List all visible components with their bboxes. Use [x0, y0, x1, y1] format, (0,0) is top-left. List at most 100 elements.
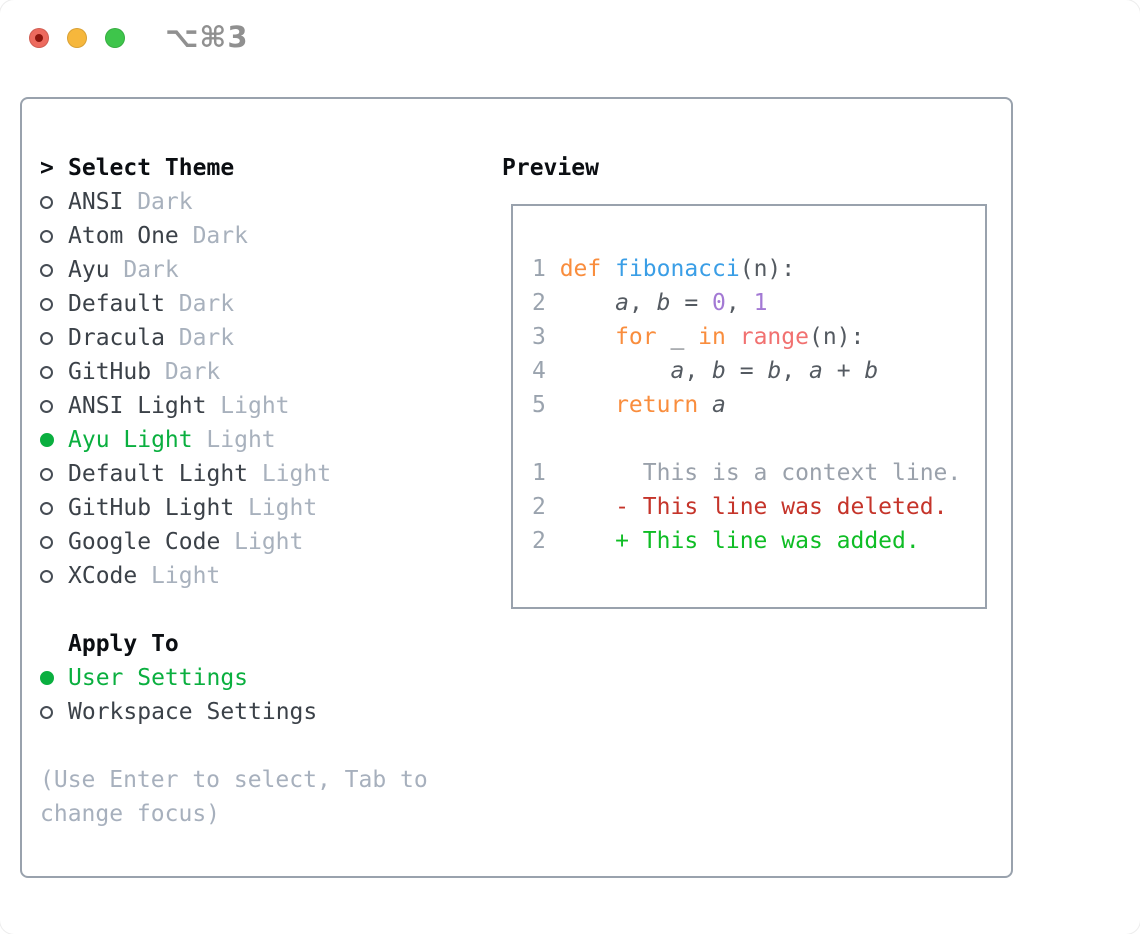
code-token — [560, 494, 615, 520]
code-token: 0 — [712, 290, 726, 316]
code-token — [560, 358, 671, 384]
theme-item-label: Ayu — [68, 257, 110, 283]
radio-icon[interactable] — [40, 263, 53, 277]
code-line: 1 This is a context line. — [532, 456, 961, 490]
theme-item-label: Default — [68, 291, 165, 317]
code-line: 2 a, b = 0, 1 — [532, 286, 961, 320]
theme-item-label: Ayu Light — [68, 427, 193, 453]
code-token: range — [739, 324, 809, 350]
code-line: 5 return a — [532, 388, 961, 422]
code-token: This is a context line. — [559, 460, 962, 486]
theme-variant: Light — [261, 461, 332, 487]
radio-icon[interactable] — [40, 433, 54, 447]
radio-marker — [40, 433, 68, 447]
zoom-button[interactable] — [105, 28, 125, 48]
line-number: 1 — [532, 256, 546, 282]
theme-item-label: ANSI — [68, 189, 124, 215]
theme-item[interactable]: ANSI Light Light — [40, 389, 480, 423]
code-token — [560, 290, 615, 316]
radio-marker — [40, 467, 68, 481]
code-token: , — [684, 358, 713, 384]
code-token: (n): — [808, 324, 865, 350]
radio-icon[interactable] — [40, 331, 53, 345]
radio-marker — [40, 195, 68, 209]
apply-option[interactable]: Workspace Settings — [40, 695, 480, 729]
radio-marker — [40, 229, 68, 243]
apply-to-heading: Apply To — [68, 631, 179, 657]
theme-variant: Light — [247, 495, 318, 521]
radio-icon[interactable] — [40, 399, 53, 413]
code-line: 2 - This line was deleted. — [532, 490, 961, 524]
code-token: b — [656, 290, 671, 316]
line-number: 4 — [532, 358, 546, 384]
preview-title: Preview — [502, 155, 599, 181]
apply-to-title: Apply To — [40, 627, 480, 661]
code-token — [560, 324, 615, 350]
theme-item[interactable]: Default Light Light — [40, 457, 480, 491]
radio-icon[interactable] — [40, 501, 53, 515]
theme-item[interactable]: Ayu Dark — [40, 253, 480, 287]
line-number: 3 — [532, 324, 546, 350]
theme-variant: Dark — [123, 257, 179, 283]
code-token: b — [712, 358, 726, 384]
code-token — [698, 392, 712, 418]
theme-variant: Dark — [178, 325, 235, 351]
line-number: 5 — [532, 392, 546, 418]
code-token: _ — [656, 324, 699, 350]
radio-icon[interactable] — [40, 229, 53, 243]
code-token: in — [698, 324, 726, 350]
close-button[interactable] — [29, 28, 49, 48]
code-line: 2 + This line was added. — [532, 524, 961, 558]
theme-item[interactable]: ANSI Dark — [40, 185, 480, 219]
radio-icon[interactable] — [40, 297, 53, 311]
code-line — [532, 422, 961, 456]
theme-item-label: GitHub Light — [68, 495, 235, 521]
radio-icon[interactable] — [40, 671, 54, 685]
theme-variant: Light — [151, 563, 221, 589]
code-token: a — [809, 358, 823, 384]
radio-icon[interactable] — [40, 365, 53, 379]
minimize-button[interactable] — [67, 28, 87, 48]
theme-item-label: Atom One — [68, 223, 179, 249]
theme-item[interactable]: GitHub Light Light — [40, 491, 480, 525]
code-token: b — [767, 358, 782, 384]
code-token — [560, 528, 615, 554]
radio-icon[interactable] — [40, 195, 53, 209]
theme-item-label: GitHub — [68, 359, 152, 385]
window-shortcut-label: ⌥⌘3 — [165, 20, 249, 54]
traffic-lights — [29, 28, 125, 48]
radio-icon[interactable] — [40, 535, 53, 549]
line-number: 1 — [532, 460, 546, 486]
code-token: for — [615, 324, 657, 350]
code-line: 4 a, b = b, a + b — [532, 354, 961, 388]
code-token: b — [864, 358, 879, 384]
theme-item-label: Default Light — [68, 461, 249, 487]
code-token — [726, 324, 740, 350]
radio-icon[interactable] — [40, 569, 53, 583]
radio-icon[interactable] — [40, 467, 53, 481]
code-token: = — [670, 290, 713, 316]
apply-option[interactable]: User Settings — [40, 661, 480, 695]
theme-variant: Light — [220, 393, 290, 419]
code-token: a — [712, 392, 726, 418]
code-token: def — [559, 256, 602, 282]
apply-option-label: User Settings — [68, 665, 249, 691]
radio-marker — [40, 399, 68, 413]
radio-icon[interactable] — [40, 705, 53, 719]
theme-item-label: ANSI Light — [68, 393, 207, 419]
radio-marker — [40, 331, 68, 345]
help-text: (Use Enter to select, Tab to change focu… — [40, 767, 428, 827]
code-token: 1 — [753, 290, 768, 316]
theme-variant: Dark — [137, 189, 193, 215]
